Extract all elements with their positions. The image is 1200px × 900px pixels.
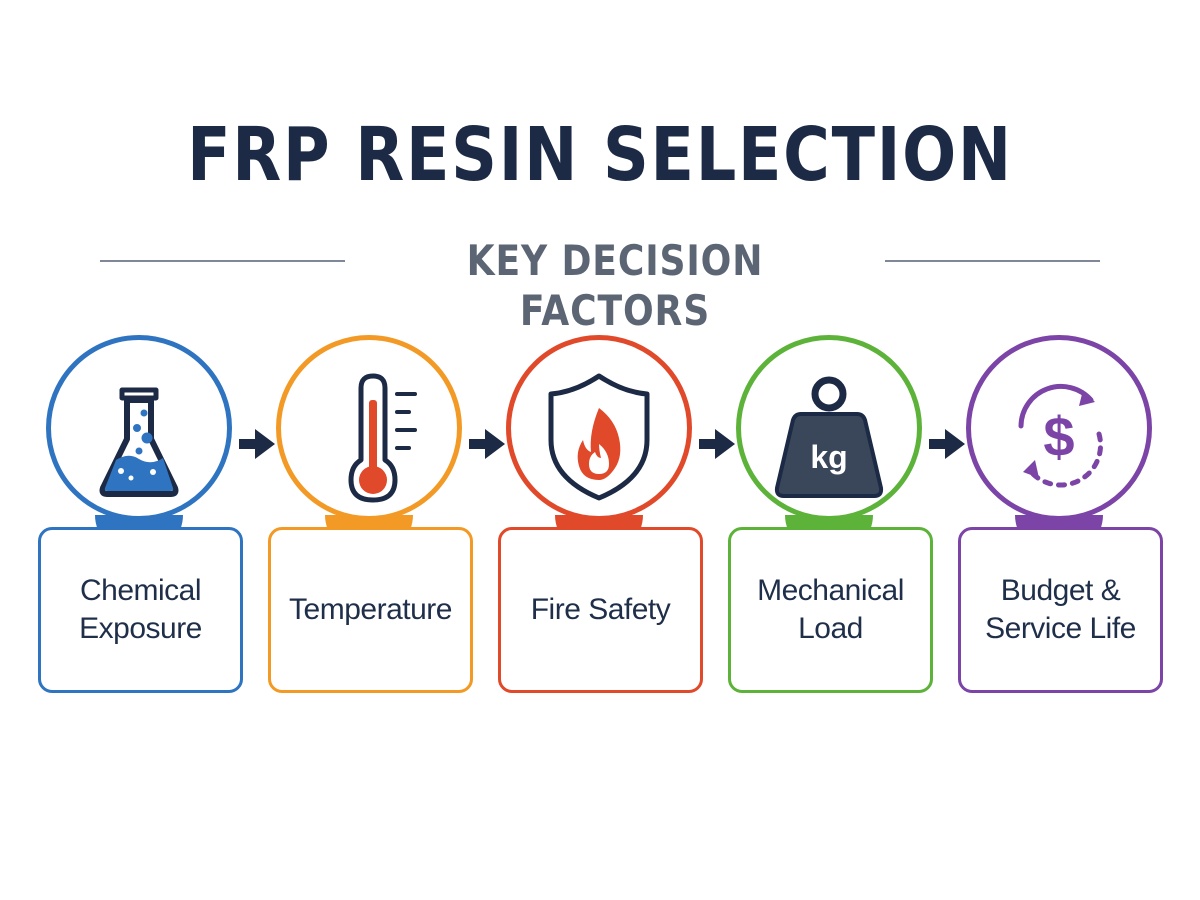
factor-label-line: Service Life (985, 612, 1136, 645)
weight-unit-text: kg (810, 439, 847, 475)
subtitle-rule-right (885, 260, 1100, 262)
dollar-symbol: $ (1043, 405, 1074, 468)
step-budget-service-life: $ Budget & Service Life (958, 335, 1168, 697)
icon-circle: kg (736, 335, 922, 521)
thermometer-icon (348, 373, 417, 503)
factor-label-line: Chemical (79, 574, 202, 607)
page-title: FRP RESIN SELECTION (187, 112, 1013, 198)
step-chemical-exposure: Chemical Exposure (38, 335, 248, 697)
factor-label: Mechanical Load (757, 572, 904, 648)
subtitle: KEY DECISION FACTORS (466, 236, 764, 335)
arrow-right-icon (469, 429, 505, 459)
dollar-cycle-icon: $ (1018, 383, 1104, 488)
factor-card: Temperature (268, 527, 473, 693)
factor-label: Fire Safety (531, 591, 671, 629)
factor-card: Budget & Service Life (958, 527, 1163, 693)
icon-circle (506, 335, 692, 521)
step-fire-safety: Fire Safety (498, 335, 708, 697)
factor-label-line: Budget & (1000, 574, 1121, 607)
subtitle-rule-left (100, 260, 345, 262)
icon-circle: $ (966, 335, 1152, 521)
factor-card: Mechanical Load (728, 527, 933, 693)
factor-label-line: Fire Safety (530, 593, 671, 626)
factor-label-line: Load (798, 612, 863, 645)
fire-shield-icon (548, 373, 650, 501)
step-temperature: Temperature (268, 335, 478, 697)
weight-icon: kg (774, 376, 884, 498)
arrow-right-icon (239, 429, 275, 459)
factor-label-line: Exposure (79, 612, 202, 645)
factor-card: Fire Safety (498, 527, 703, 693)
factor-card: Chemical Exposure (38, 527, 243, 693)
flask-icon (99, 387, 179, 497)
icon-circle (276, 335, 462, 521)
subtitle-row: KEY DECISION FACTORS (100, 236, 1100, 335)
factor-label: Chemical Exposure (79, 572, 202, 648)
factor-label: Budget & Service Life (985, 572, 1136, 648)
arrow-right-icon (699, 429, 735, 459)
arrow-right-icon (929, 429, 965, 459)
icon-circle (46, 335, 232, 521)
factor-label-line: Mechanical (757, 574, 904, 607)
factor-label: Temperature (289, 591, 452, 629)
factor-label-line: Temperature (289, 593, 452, 626)
step-mechanical-load: kg Mechanical Load (728, 335, 938, 697)
